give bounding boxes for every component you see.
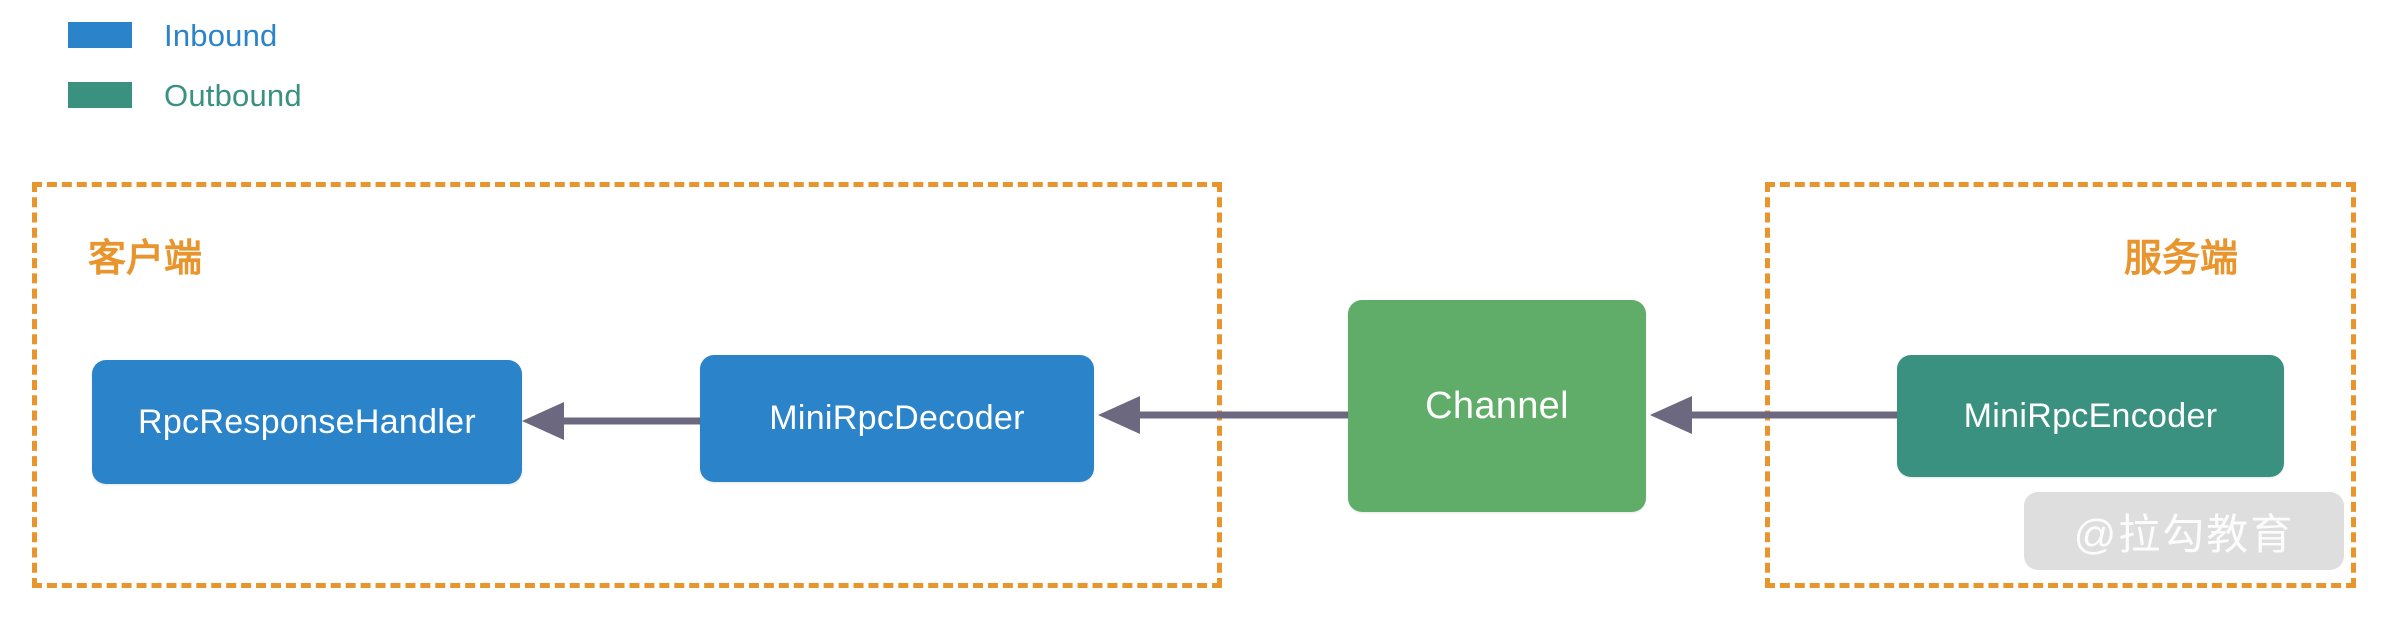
group-label-server: 服务端 xyxy=(2124,238,2239,280)
legend-swatch-inbound xyxy=(68,22,132,48)
group-box-server xyxy=(1765,182,2356,588)
node-mini-rpc-encoder[interactable]: MiniRpcEncoder xyxy=(1897,355,2284,477)
legend: Inbound Outbound xyxy=(68,18,302,138)
node-channel[interactable]: Channel xyxy=(1348,300,1646,512)
node-mini-rpc-decoder[interactable]: MiniRpcDecoder xyxy=(700,355,1094,482)
legend-label-outbound: Outbound xyxy=(164,77,302,113)
legend-label-inbound: Inbound xyxy=(164,17,278,53)
node-label-mini-rpc-decoder: MiniRpcDecoder xyxy=(769,399,1025,437)
node-label-channel: Channel xyxy=(1425,384,1569,427)
legend-item-outbound: Outbound xyxy=(68,78,302,112)
legend-swatch-outbound xyxy=(68,82,132,108)
legend-item-inbound: Inbound xyxy=(68,18,302,52)
node-label-rpc-response-handler: RpcResponseHandler xyxy=(137,402,477,441)
node-label-mini-rpc-encoder: MiniRpcEncoder xyxy=(1963,396,2218,435)
group-box-client xyxy=(32,182,1222,588)
watermark-text: @拉勾教育 xyxy=(2073,510,2295,558)
node-rpc-response-handler[interactable]: RpcResponseHandler xyxy=(92,360,522,484)
watermark: @拉勾教育 xyxy=(2024,492,2344,570)
group-label-client: 客户端 xyxy=(88,238,203,280)
